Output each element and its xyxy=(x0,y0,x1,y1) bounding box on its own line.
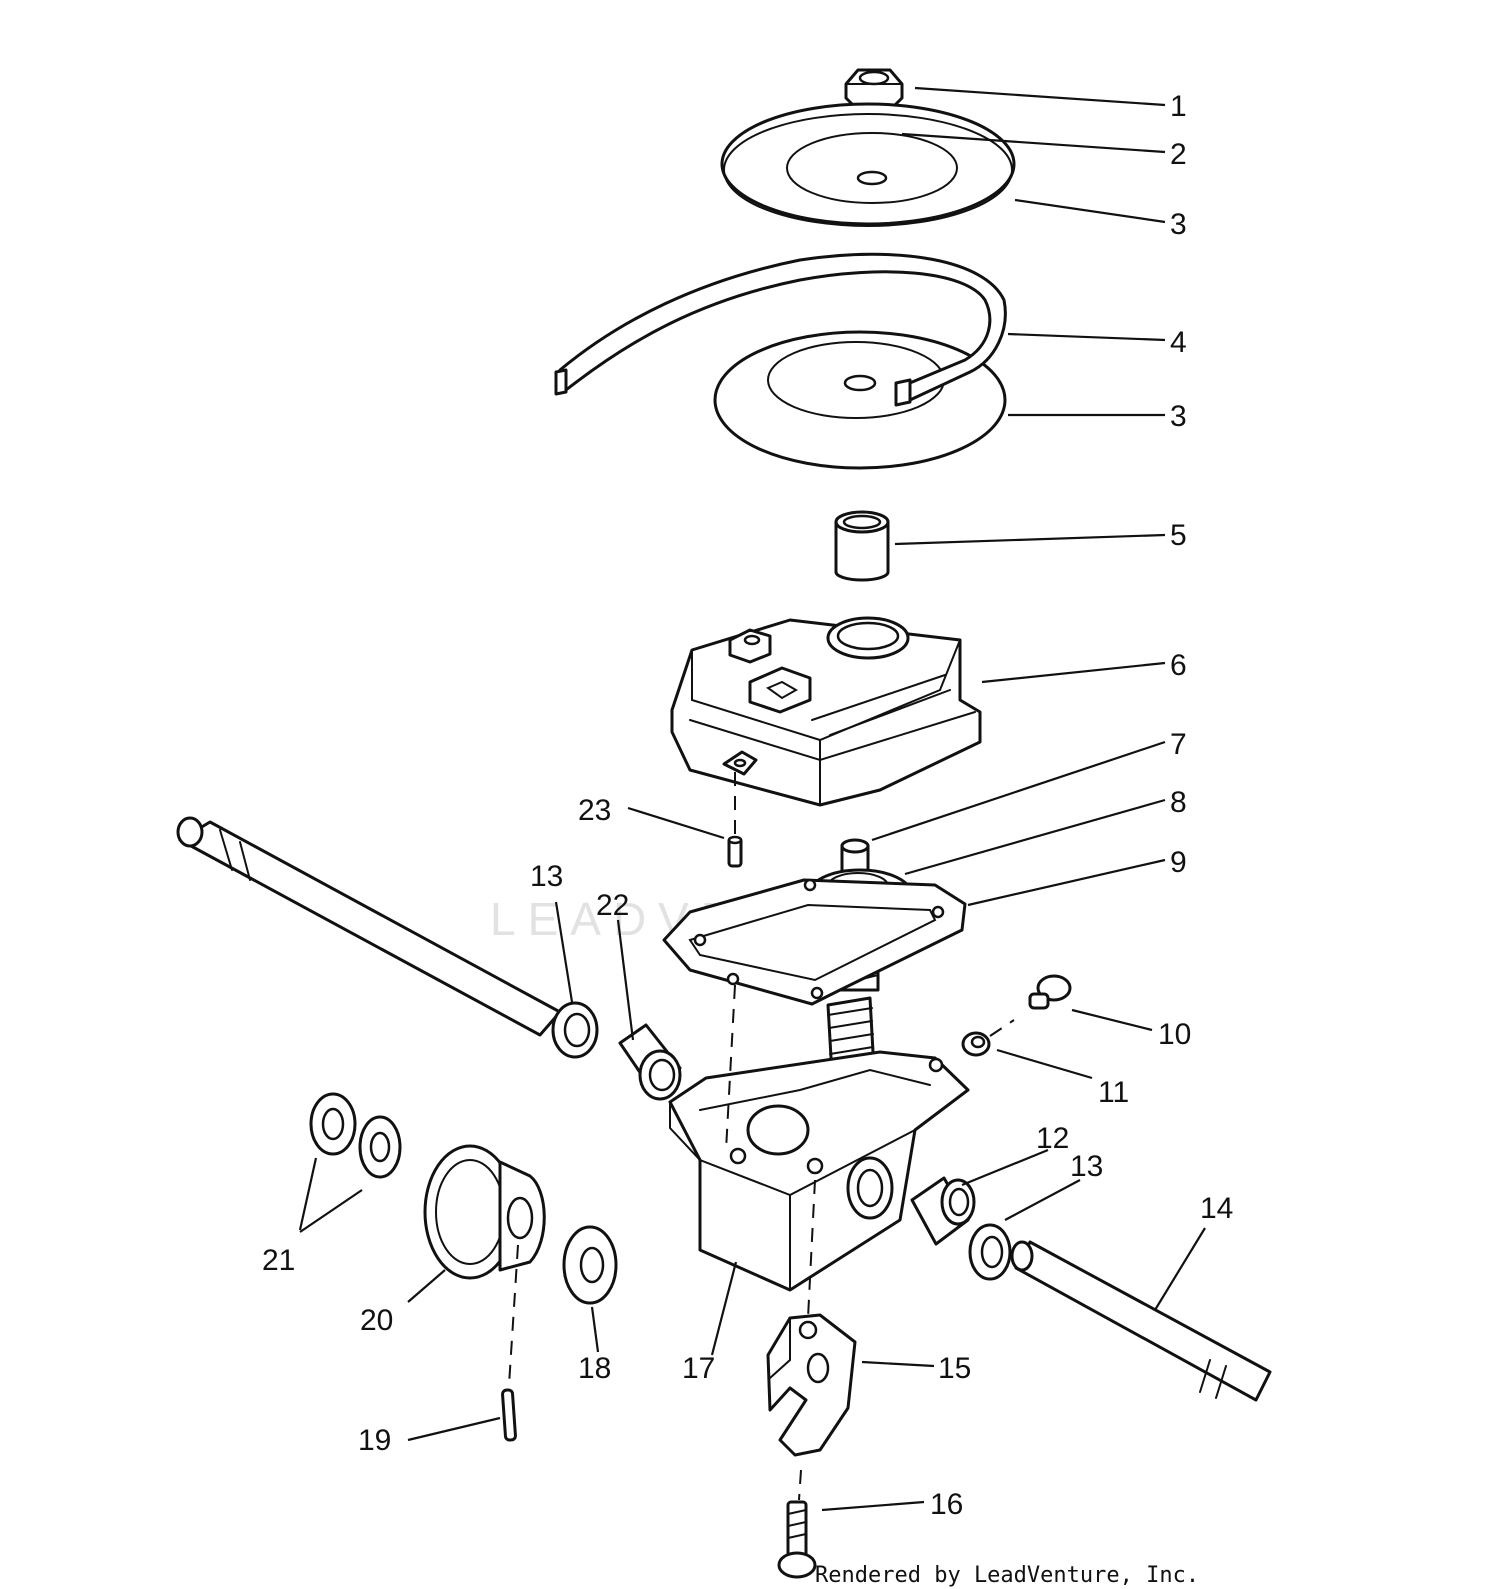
callout-8: 8 xyxy=(1170,786,1187,819)
dowel-pin xyxy=(727,835,743,868)
callout-20: 20 xyxy=(360,1304,393,1337)
gearbox-cover xyxy=(670,616,982,807)
callout-11: 11 xyxy=(1098,1076,1129,1109)
callout-leaders xyxy=(298,86,1206,1512)
screw xyxy=(1028,974,1072,1010)
callout-labels: 1 2 3 4 3 5 6 7 8 9 10 11 12 13 13 14 15… xyxy=(262,90,1233,1521)
callout-13-left: 13 xyxy=(530,860,563,893)
pulley-half-upper xyxy=(720,102,1016,227)
callout-5: 5 xyxy=(1170,519,1187,552)
callout-17: 17 xyxy=(682,1352,715,1385)
thrust-washers xyxy=(309,1092,402,1179)
washer-right xyxy=(562,1225,618,1305)
credit-text: Rendered by LeadVenture, Inc. xyxy=(815,1563,1199,1588)
gasket xyxy=(662,878,967,1006)
oil-seal-right xyxy=(968,1223,1012,1281)
callout-3-upper: 3 xyxy=(1170,208,1187,241)
assembly-lines xyxy=(508,772,1015,1501)
axle-shaft-right xyxy=(1010,1240,1272,1402)
callout-19: 19 xyxy=(358,1424,391,1457)
callout-9: 9 xyxy=(1170,846,1187,879)
spacer-bushing xyxy=(834,510,890,582)
callout-10: 10 xyxy=(1158,1018,1191,1051)
callout-7: 7 xyxy=(1170,728,1187,761)
callout-1: 1 xyxy=(1170,90,1187,123)
roll-pin xyxy=(501,1388,517,1442)
callout-14: 14 xyxy=(1200,1192,1233,1225)
oil-seal-left xyxy=(551,1001,599,1059)
bolt xyxy=(777,1500,817,1579)
bushing-left xyxy=(618,1023,682,1101)
callout-15: 15 xyxy=(938,1352,971,1385)
callout-18: 18 xyxy=(578,1352,611,1385)
drive-belt xyxy=(554,252,1007,470)
callout-22: 22 xyxy=(596,889,629,922)
washer-small xyxy=(961,1031,991,1057)
hex-nut xyxy=(844,68,904,112)
callout-21: 21 xyxy=(262,1244,295,1277)
callout-4: 4 xyxy=(1170,326,1187,359)
callout-23: 23 xyxy=(578,794,611,827)
callout-6: 6 xyxy=(1170,649,1187,682)
drive-gear xyxy=(423,1144,546,1280)
callout-2: 2 xyxy=(1170,138,1187,171)
bushing-right xyxy=(910,1176,976,1246)
gear-housing xyxy=(668,1050,970,1292)
shift-lever xyxy=(766,1313,857,1457)
callout-13-right: 13 xyxy=(1070,1150,1103,1183)
callout-16: 16 xyxy=(930,1488,963,1521)
callout-12: 12 xyxy=(1036,1122,1069,1155)
callout-3-lower: 3 xyxy=(1170,400,1187,433)
